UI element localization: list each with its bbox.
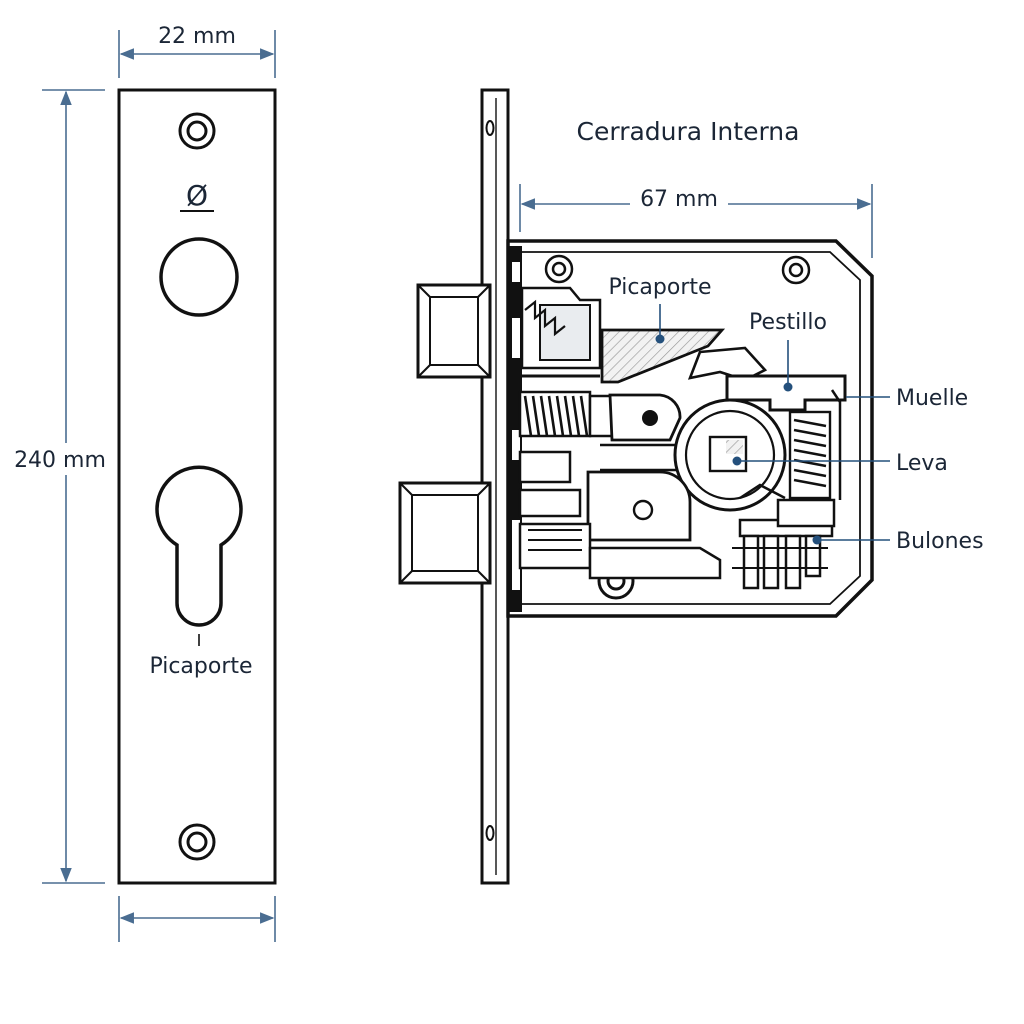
- svg-text:Pestillo: Pestillo: [749, 310, 827, 335]
- faceplate-bottom-screw: [178, 823, 216, 861]
- picaporte-wedge: [600, 328, 726, 384]
- link-lever: [600, 393, 690, 472]
- svg-text:240 mm: 240 mm: [14, 448, 106, 473]
- svg-text:Picaporte: Picaporte: [608, 275, 711, 300]
- faceplate-view: Ø Picaporte 22 mm 240 mm: [10, 18, 277, 942]
- diameter-symbol: Ø: [186, 179, 208, 212]
- faceplate-label: Picaporte: [149, 654, 252, 679]
- width-dimension-top: 22 mm: [118, 18, 276, 78]
- handle-hole: [159, 237, 239, 317]
- callout-pestillo: Pestillo: [749, 310, 827, 392]
- case-screw-top-left: [544, 254, 574, 284]
- svg-text:Muelle: Muelle: [896, 386, 968, 411]
- pestillo-arm: [687, 346, 847, 412]
- svg-text:67 mm: 67 mm: [640, 187, 718, 212]
- callout-picaporte: Picaporte: [608, 275, 712, 344]
- lock-title: Cerradura Interna: [577, 117, 800, 146]
- latch-tail: [520, 286, 602, 378]
- latch-bolt-head: [416, 283, 492, 379]
- svg-text:Bulones: Bulones: [896, 529, 984, 554]
- case-screw-top-right: [781, 255, 811, 285]
- cam-hub: [673, 398, 787, 512]
- lock-body-view: Cerradura Interna 67 mm: [398, 88, 984, 885]
- callout-bulones: Bulones: [812, 529, 984, 554]
- svg-text:Leva: Leva: [896, 451, 948, 476]
- faceplate-top-screw: [178, 112, 216, 150]
- bulones-assembly: [732, 498, 836, 590]
- cylinder-keyhole: [155, 465, 243, 627]
- svg-text:22 mm: 22 mm: [158, 24, 236, 49]
- height-dimension: 240 mm: [10, 89, 110, 884]
- callout-muelle: Muelle: [846, 386, 968, 411]
- bolt-carriage: [518, 450, 786, 580]
- width-dimension-bottom: [118, 896, 276, 942]
- callout-leva: Leva: [732, 451, 948, 476]
- muelle-spring: [788, 389, 842, 500]
- deadbolt-head: [398, 481, 492, 585]
- depth-dimension: 67 mm: [519, 184, 873, 258]
